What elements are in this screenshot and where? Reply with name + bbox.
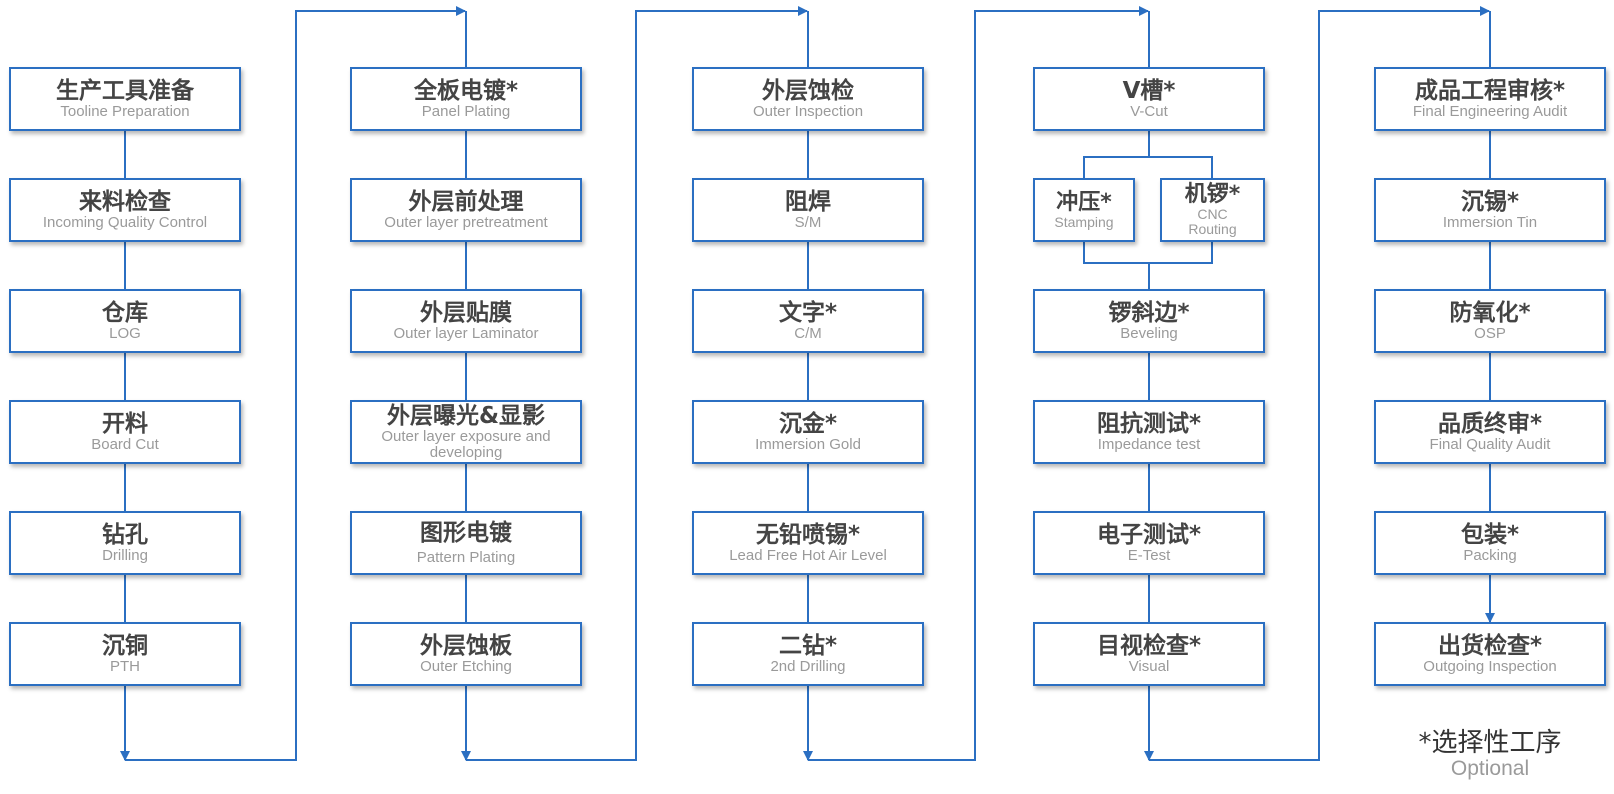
step-packing: 包装* Packing [1374,511,1606,575]
step-label-en: PTH [110,658,140,675]
step-label-cn: 外层前处理 [408,189,524,215]
step-label-en: Stamping [1054,213,1114,230]
step-outer-layer-pretreatment: 外层前处理 Outer layer pretreatment [350,178,582,242]
step-label-en: C/M [794,325,822,342]
step-label-cn: 无铅喷锡* [755,522,861,548]
step-label-en: Packing [1463,547,1517,564]
step-label-en: S/M [794,214,822,231]
step-v-cut: V槽* V-Cut [1033,67,1265,131]
step-label-en: Final Engineering Audit [1412,103,1568,120]
step-label-en: Lead Free Hot Air Level [729,547,887,564]
step-label-cn: V槽* [1122,78,1176,104]
step-pattern-plating: 图形电镀 Pattern Plating [350,511,582,575]
step-outgoing-inspection: 出货检查* Outgoing Inspection [1374,622,1606,686]
step-label-en: Drilling [102,547,148,564]
step-label-cn: 阻焊 [785,189,831,215]
step-label-en: Visual [1128,658,1170,675]
step-immersion-tin: 沉锡* Immersion Tin [1374,178,1606,242]
step-outer-layer-laminator: 外层贴膜 Outer layer Laminator [350,289,582,353]
step-label-cn: 外层曝光&显影 [386,403,546,429]
step-e-test: 电子测试* E-Test [1033,511,1265,575]
step-label-cn: 防氧化* [1449,300,1531,326]
step-component-mark: 文字* C/M [692,289,924,353]
step-outer-etching: 外层蚀板 Outer Etching [350,622,582,686]
step-immersion-gold: 沉金* Immersion Gold [692,400,924,464]
step-label-cn: 来料检查 [79,189,171,215]
step-label-cn: 目视检查* [1096,633,1202,659]
step-tooline-preparation: 生产工具准备 Tooline Preparation [9,67,241,131]
step-label-en: Outer Etching [420,658,512,675]
step-beveling: 锣斜边* Beveling [1033,289,1265,353]
step-label-en: Panel Plating [421,103,511,120]
step-label-cn: 外层贴膜 [420,300,512,326]
step-final-quality-audit: 品质终审* Final Quality Audit [1374,400,1606,464]
step-board-cut: 开料 Board Cut [9,400,241,464]
step-label-en: Outer layer exposure and developing [381,428,551,461]
step-drilling: 钻孔 Drilling [9,511,241,575]
optional-legend: *选择性工序 Optional [1395,728,1585,780]
step-label-cn: 全板电镀* [413,78,519,104]
step-label-cn: 二钻* [778,633,838,659]
step-label-cn: 包装* [1460,522,1520,548]
step-label-cn: 品质终审* [1437,411,1543,437]
legend-label-en: Optional [1450,757,1530,780]
step-label-en: Incoming Quality Control [42,214,208,231]
step-label-en: OSP [1474,325,1506,342]
step-label-en: Outer Inspection [752,103,864,120]
step-outer-layer-exposure: 外层曝光&显影 Outer layer exposure and develop… [350,400,582,464]
step-label-cn: 开料 [102,411,148,437]
step-stamping: 冲压* Stamping [1033,178,1135,242]
step-label-en: 2nd Drilling [770,658,846,675]
step-label-cn: 文字* [778,300,838,326]
step-final-engineering-audit: 成品工程审核* Final Engineering Audit [1374,67,1606,131]
step-label-cn: 阻抗测试* [1096,411,1202,437]
step-label-cn: 沉铜 [102,633,148,659]
step-label-en: CNC Routing [1188,206,1237,237]
step-label-cn: 出货检查* [1437,633,1543,659]
step-cnc-routing: 机锣* CNC Routing [1160,178,1265,242]
step-label-en: Outer layer pretreatment [384,214,548,231]
step-label-en: Immersion Tin [1442,214,1538,231]
step-2nd-drilling: 二钻* 2nd Drilling [692,622,924,686]
step-label-cn: 电子测试* [1096,522,1202,548]
step-label-en: Final Quality Audit [1429,436,1551,453]
step-label-cn: 生产工具准备 [56,78,194,104]
step-label-en: Tooline Preparation [60,103,190,120]
step-label-cn: 机锣* [1184,182,1241,207]
step-label-cn: 冲压* [1056,189,1112,215]
step-visual: 目视检查* Visual [1033,622,1265,686]
step-solder-mask: 阻焊 S/M [692,178,924,242]
step-label-cn: 外层蚀检 [762,78,854,104]
step-incoming-quality-control: 来料检查 Incoming Quality Control [9,178,241,242]
step-label-cn: 仓库 [102,300,148,326]
step-label-cn: 成品工程审核* [1414,78,1566,104]
step-label-en: Impedance test [1097,436,1201,453]
step-osp: 防氧化* OSP [1374,289,1606,353]
step-label-en: Outgoing Inspection [1423,658,1557,675]
step-panel-plating: 全板电镀* Panel Plating [350,67,582,131]
step-pth: 沉铜 PTH [9,622,241,686]
step-lead-free-hasl: 无铅喷锡* Lead Free Hot Air Level [692,511,924,575]
step-label-en: E-Test [1127,547,1171,564]
step-label-en: Pattern Plating [416,549,516,566]
step-label-cn: 钻孔 [102,522,148,548]
legend-label-cn: *选择性工序 [1418,728,1562,758]
step-label-cn: 锣斜边* [1108,300,1190,326]
step-label-en: Beveling [1120,325,1178,342]
step-log: 仓库 LOG [9,289,241,353]
step-label-en: Board Cut [91,436,159,453]
step-label-en: Outer layer Laminator [393,325,539,342]
step-label-en: LOG [109,325,141,342]
step-label-cn: 图形电镀 [420,520,512,546]
step-label-cn: 沉锡* [1460,189,1520,215]
step-outer-inspection: 外层蚀检 Outer Inspection [692,67,924,131]
step-impedance-test: 阻抗测试* Impedance test [1033,400,1265,464]
step-label-en: V-Cut [1130,103,1168,120]
step-label-en: Immersion Gold [755,436,861,453]
step-label-cn: 外层蚀板 [420,633,512,659]
step-label-cn: 沉金* [778,411,838,437]
